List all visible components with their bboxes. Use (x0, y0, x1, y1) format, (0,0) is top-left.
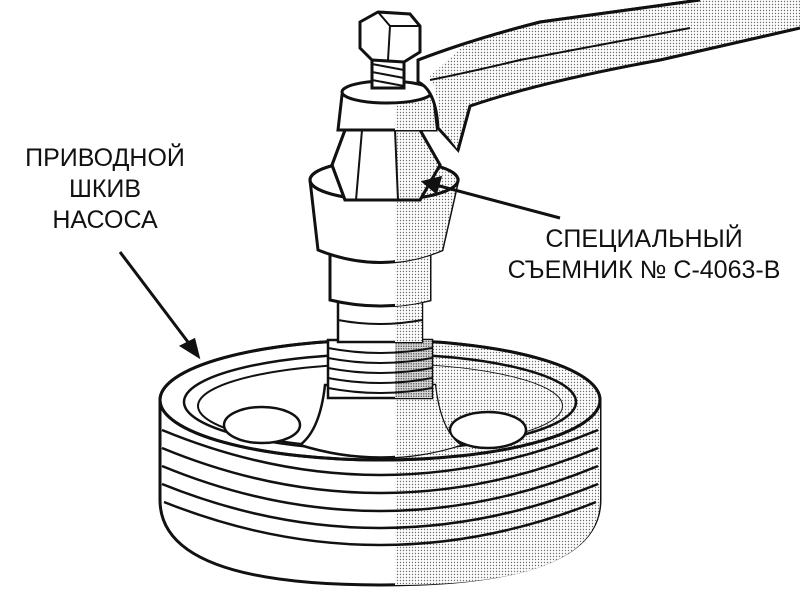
leader-line-pulley (118, 251, 196, 351)
label-special-puller: СПЕЦИАЛЬНЫЙ СЪЕМНИК № С-4063-В (496, 224, 792, 286)
label-drive-pulley-line2: ШКИВ (68, 175, 142, 203)
label-special-puller-line2: СЪЕМНИК № С-4063-В (507, 256, 781, 284)
puller-spindle (326, 298, 434, 400)
leader-lines (118, 175, 561, 360)
arrowhead-pulley-icon (178, 337, 201, 360)
puller-forcing-screw (358, 10, 422, 90)
label-drive-pulley-line1: ПРИВОДНОЙ (25, 144, 185, 172)
puller-arm (416, 0, 800, 154)
label-drive-pulley: ПРИВОДНОЙ ШКИВ НАСОСА (12, 143, 198, 236)
pulley-hole-left (222, 405, 302, 445)
leader-line-puller (431, 182, 561, 220)
arrowhead-puller-icon (420, 175, 443, 195)
pulley-hole-right (448, 410, 528, 450)
label-special-puller-line1: СПЕЦИАЛЬНЫЙ (545, 225, 743, 253)
pump-pulley (158, 338, 602, 587)
label-drive-pulley-line3: НАСОСА (52, 206, 158, 234)
